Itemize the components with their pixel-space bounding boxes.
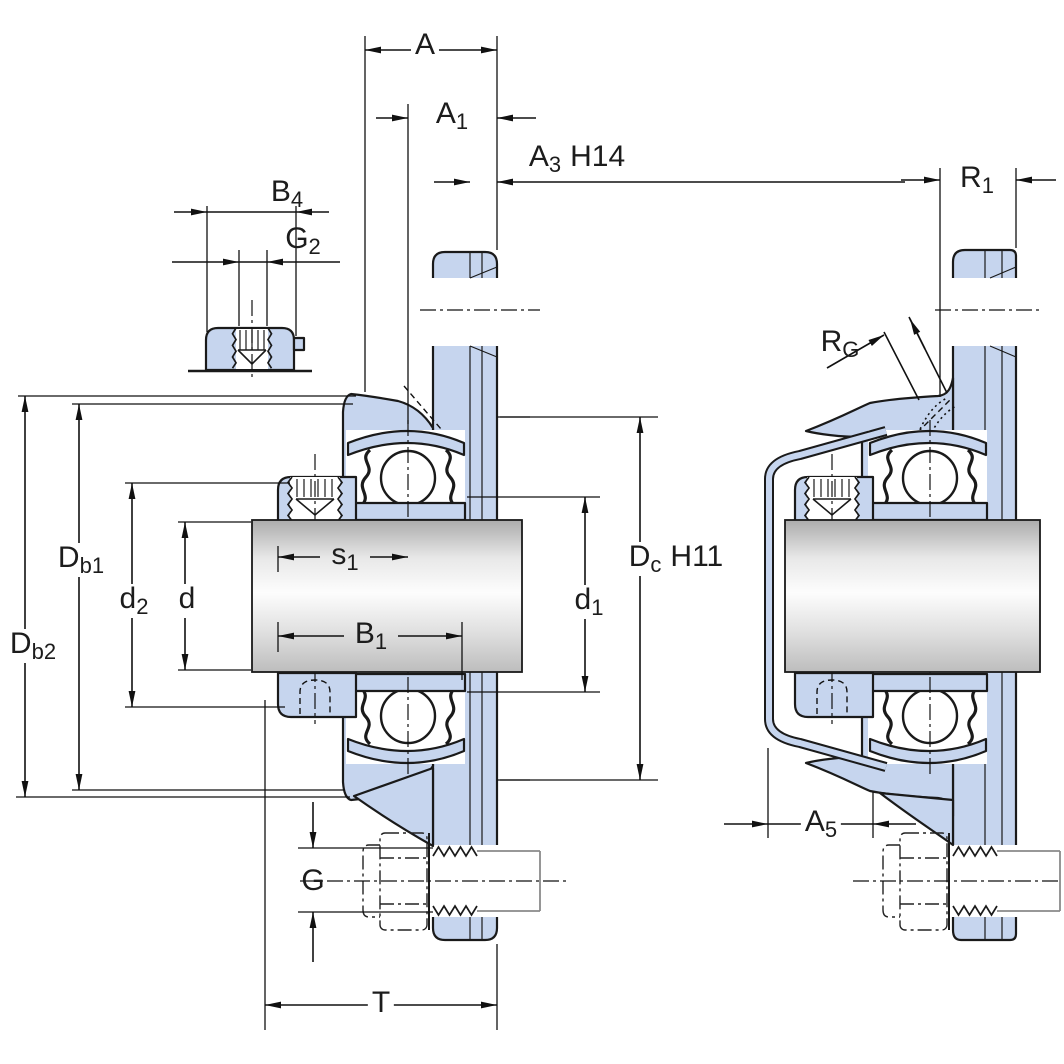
- dim-label-G: G: [301, 864, 325, 897]
- dim-label-B4: B4: [270, 175, 304, 212]
- dim-label-G2: G2: [285, 222, 321, 259]
- dim-label-Db1: Db1: [53, 543, 109, 577]
- right-housing-web: [878, 791, 955, 847]
- dim-label-T: T: [367, 988, 395, 1022]
- dim-label-RG: RG: [820, 325, 860, 362]
- dim-label-A1: A1: [435, 97, 469, 134]
- dim-label-R1: R1: [960, 161, 994, 198]
- detail-collar-lip: [292, 336, 306, 352]
- right-fillet-dotted: [917, 397, 957, 443]
- dim-label-Db2: Db2: [5, 629, 61, 663]
- left-shaft: [251, 519, 523, 673]
- right-figure-pressed-steel-flanged-unit: [764, 248, 1062, 942]
- dim-label-s1: s1: [331, 538, 359, 575]
- dim-label-A5: A5: [800, 807, 842, 841]
- right-shaft: [784, 519, 1041, 673]
- grub-screw-detail-inset: [188, 300, 312, 378]
- dim-label-d: d: [174, 584, 200, 618]
- left-figure-cast-flanged-unit: [251, 250, 566, 942]
- left-housing-web: [352, 766, 435, 848]
- dim-label-A: A: [410, 30, 440, 64]
- dim-label-d2: d2: [115, 584, 153, 618]
- right-end-cover: [766, 428, 887, 770]
- dim-label-B1: B1: [354, 617, 388, 654]
- dim-label-d1: d1: [570, 585, 608, 619]
